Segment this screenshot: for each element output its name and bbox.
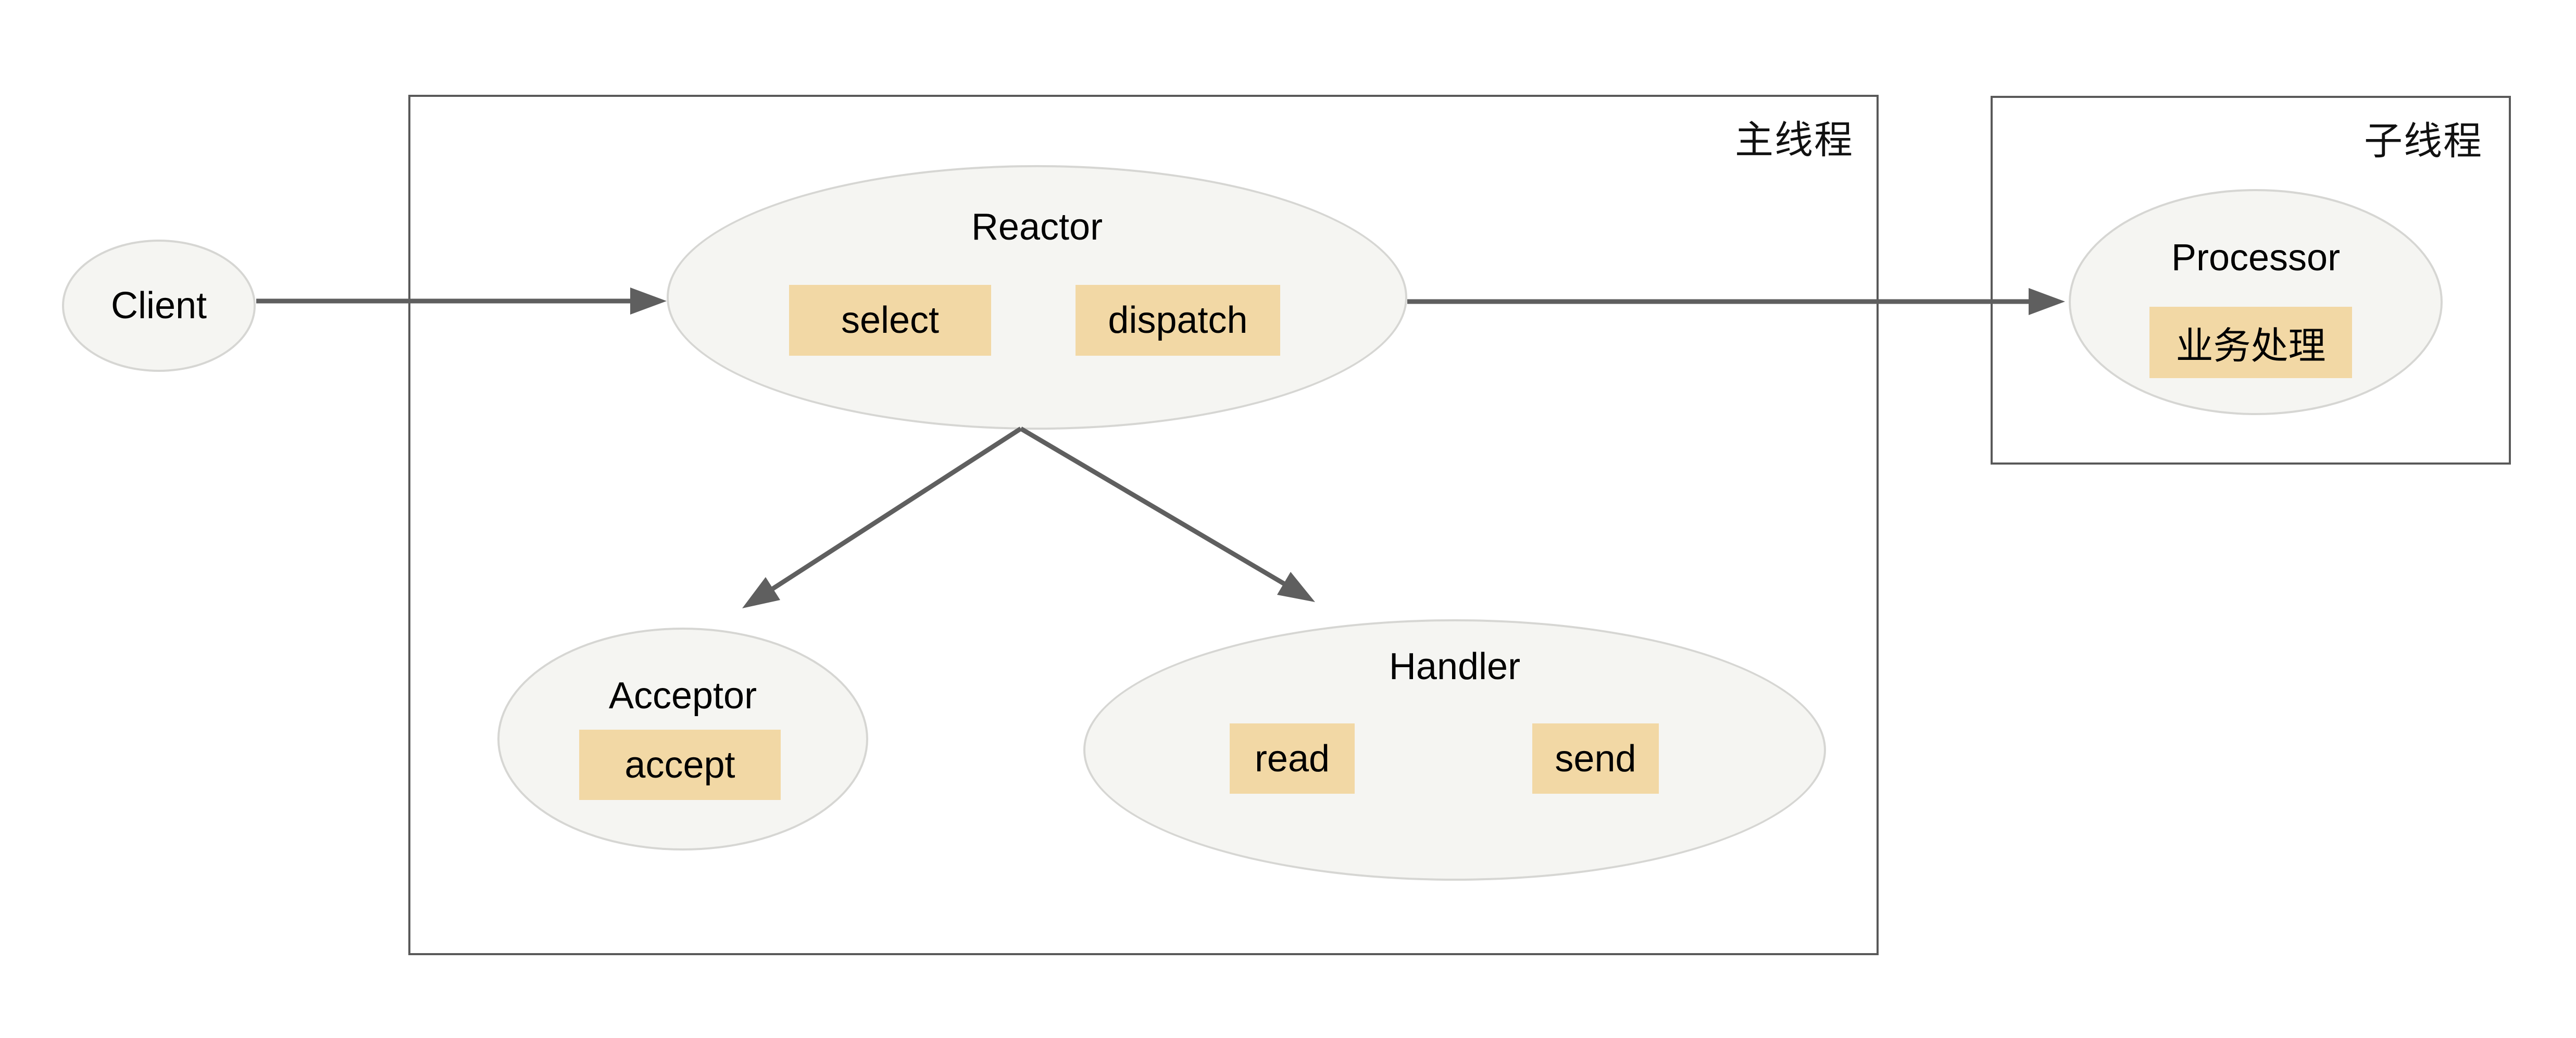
client-node-title: Client	[110, 285, 207, 327]
method-box-select: select	[789, 285, 991, 356]
client-node: Client	[62, 240, 256, 372]
main-thread-label: 主线程	[1735, 118, 1854, 161]
processor-node: Processor 业务处理	[2069, 189, 2443, 415]
main-thread-region: 主线程	[408, 95, 1879, 955]
child-thread-label: 子线程	[2364, 119, 2483, 162]
acceptor-node: Acceptor accept	[497, 628, 868, 851]
method-box-business-processing: 业务处理	[2149, 307, 2352, 378]
processor-node-title: Processor	[2171, 237, 2341, 279]
handler-node-title: Handler	[1389, 646, 1521, 687]
acceptor-node-title: Acceptor	[608, 675, 757, 717]
method-box-read: read	[1230, 723, 1355, 794]
reactor-node-title: Reactor	[971, 206, 1103, 248]
child-thread-region: 子线程	[1991, 96, 2511, 465]
reactor-node: Reactor select dispatch	[667, 165, 1407, 430]
method-box-send: send	[1532, 723, 1659, 794]
handler-node: Handler read send	[1083, 619, 1826, 881]
method-box-accept: accept	[579, 730, 781, 800]
method-box-dispatch: dispatch	[1076, 285, 1280, 356]
